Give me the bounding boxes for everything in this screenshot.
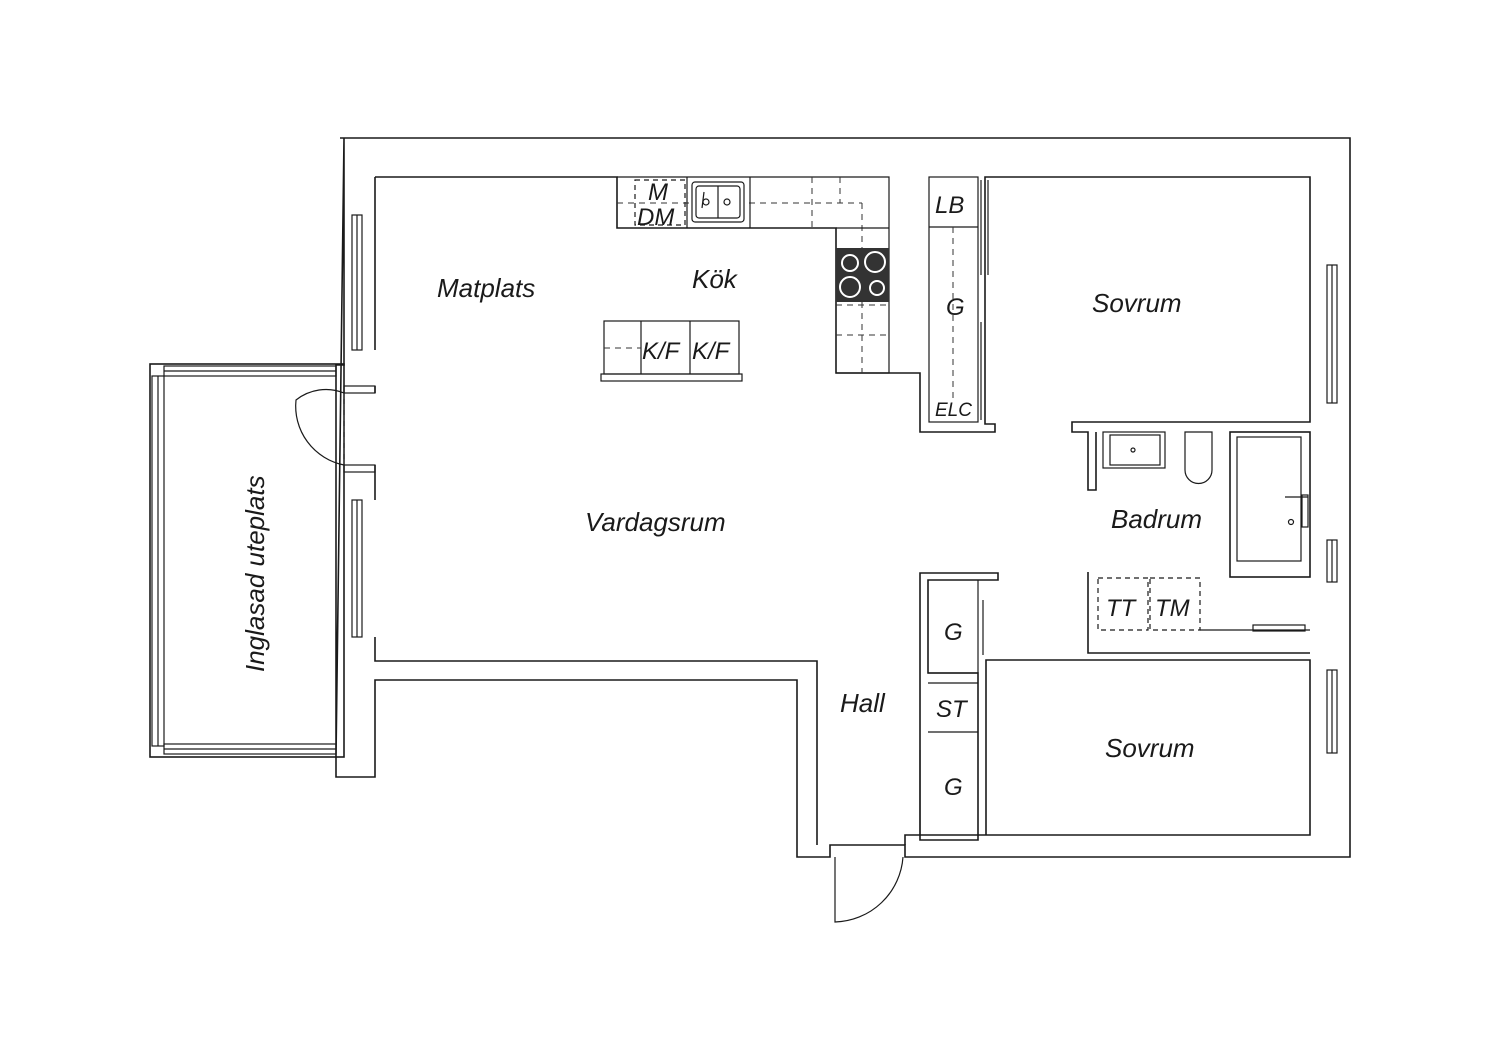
entrance-door — [834, 856, 904, 923]
label-hall: Hall — [840, 688, 886, 718]
right-window-top — [1326, 264, 1338, 404]
bathroom-fixtures — [1087, 431, 1311, 654]
kitchen-sink — [691, 181, 745, 223]
label-inglasad-uteplats: Inglasad uteplats — [240, 475, 270, 672]
label-g-mid: G — [944, 619, 963, 646]
glazed-patio — [149, 363, 345, 758]
label-lb: LB — [935, 192, 964, 219]
label-kf-2: K/F — [692, 338, 731, 365]
label-tm: TM — [1155, 595, 1190, 622]
label-kok: Kök — [692, 264, 739, 294]
label-g-bottom: G — [944, 774, 963, 801]
stove — [836, 248, 889, 302]
label-m: M — [648, 179, 668, 206]
wardrobe-bottom — [919, 572, 999, 841]
label-vardagsrum: Vardagsrum — [585, 507, 726, 537]
label-sovrum-bottom: Sovrum — [1105, 733, 1195, 763]
fridge-freezer-unit — [600, 320, 743, 382]
label-badrum: Badrum — [1111, 504, 1202, 534]
label-g-top: G — [946, 294, 965, 321]
label-elc: ELC — [935, 400, 972, 421]
label-dm: DM — [637, 204, 674, 231]
label-tt: TT — [1106, 595, 1138, 622]
left-window-bottom — [351, 499, 363, 638]
label-kf-1: K/F — [642, 338, 681, 365]
patio-door — [295, 385, 376, 473]
label-matplats: Matplats — [437, 273, 535, 303]
right-window-bottom — [1326, 669, 1338, 754]
label-sovrum-top: Sovrum — [1092, 288, 1182, 318]
left-window-top — [351, 214, 363, 351]
right-window-bath — [1326, 539, 1338, 583]
label-st: ST — [936, 696, 969, 723]
wardrobe-top — [928, 176, 989, 423]
outer-wall — [335, 137, 1351, 858]
